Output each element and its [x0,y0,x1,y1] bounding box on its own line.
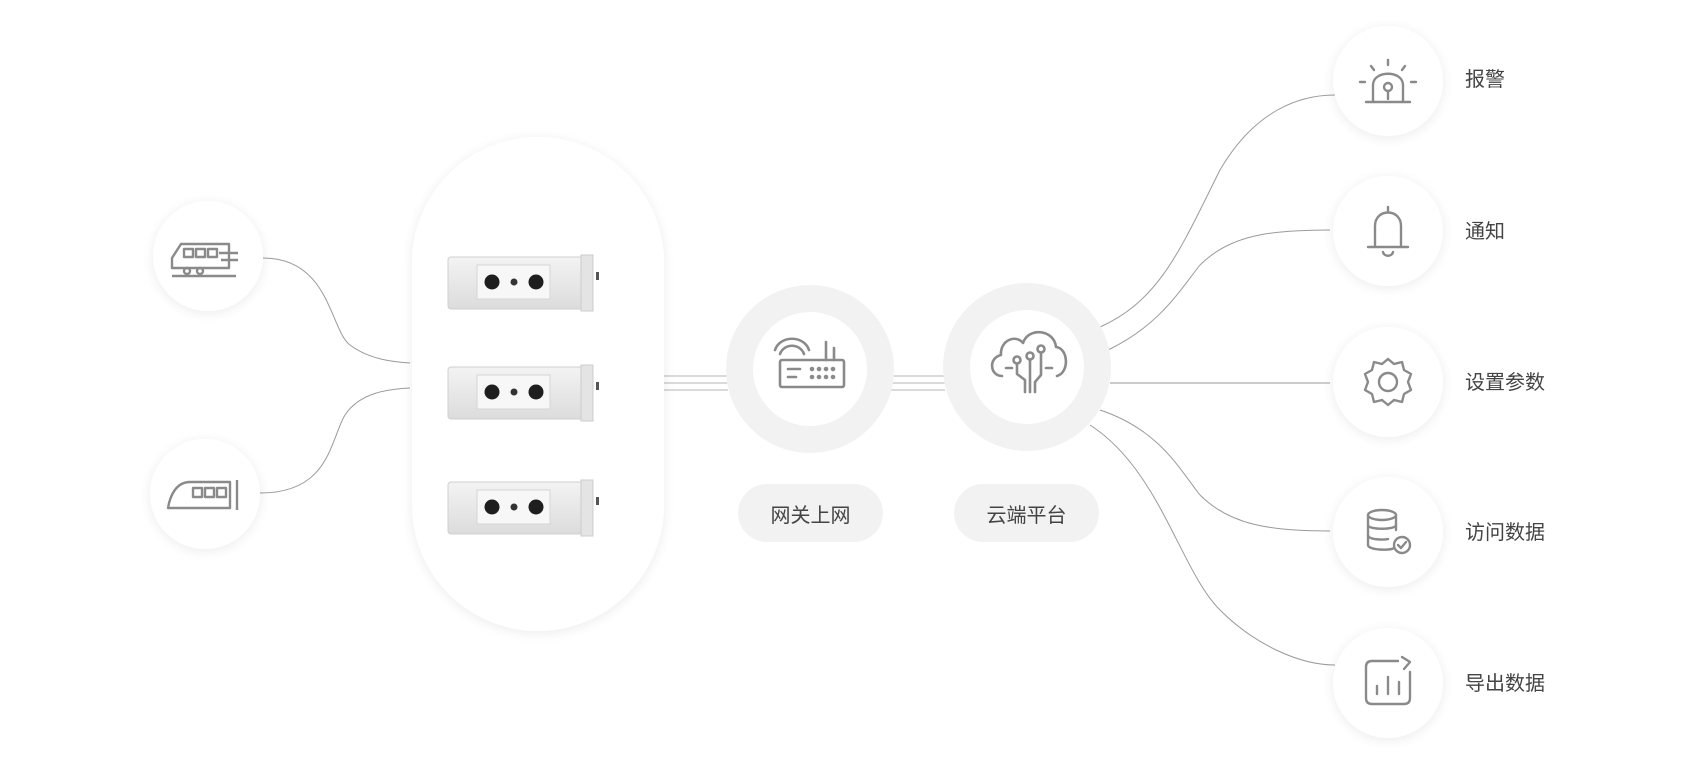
connector-export [1089,424,1336,666]
cloud-label: 云端平台 [954,484,1099,542]
input-connectors [259,257,411,494]
output-node-alarm[interactable] [1333,26,1443,136]
output-label-gear: 设置参数 [1465,370,1545,394]
output-node-database[interactable] [1333,477,1443,587]
output-label-alarm: 报警 [1465,67,1505,91]
connector-bell [1107,229,1331,351]
output-label-bell: 通知 [1465,219,1505,243]
gateway-node[interactable] [726,285,894,453]
output-node-gear[interactable] [1333,327,1443,437]
bullet-train-icon [166,480,239,510]
bell-icon [1366,205,1410,257]
connector-database [1099,409,1331,532]
alarm-icon [1358,58,1418,104]
connector-alarm [1099,94,1336,328]
input-node-bullet-train[interactable] [150,439,260,549]
triple-links [663,375,945,391]
gear-icon [1363,357,1413,407]
output-node-bell[interactable] [1333,176,1443,286]
sensor-device[interactable] [447,479,599,537]
cloud-node[interactable] [943,283,1111,451]
router-icon [773,337,846,389]
sensor-device[interactable] [447,364,599,422]
gateway-label: 网关上网 [738,484,883,542]
cloud-circuit-icon [990,330,1068,394]
input-node-train[interactable] [153,201,263,311]
output-label-database: 访问数据 [1465,520,1545,544]
connector-train [262,257,411,364]
output-node-export[interactable] [1333,628,1443,738]
chart-export-icon [1364,655,1412,706]
train-icon [170,242,238,278]
sensor-device[interactable] [447,254,599,312]
database-check-icon [1366,508,1412,555]
output-label-export: 导出数据 [1465,671,1545,695]
connector-bullet-train [259,387,411,494]
output-connectors [1089,94,1336,666]
